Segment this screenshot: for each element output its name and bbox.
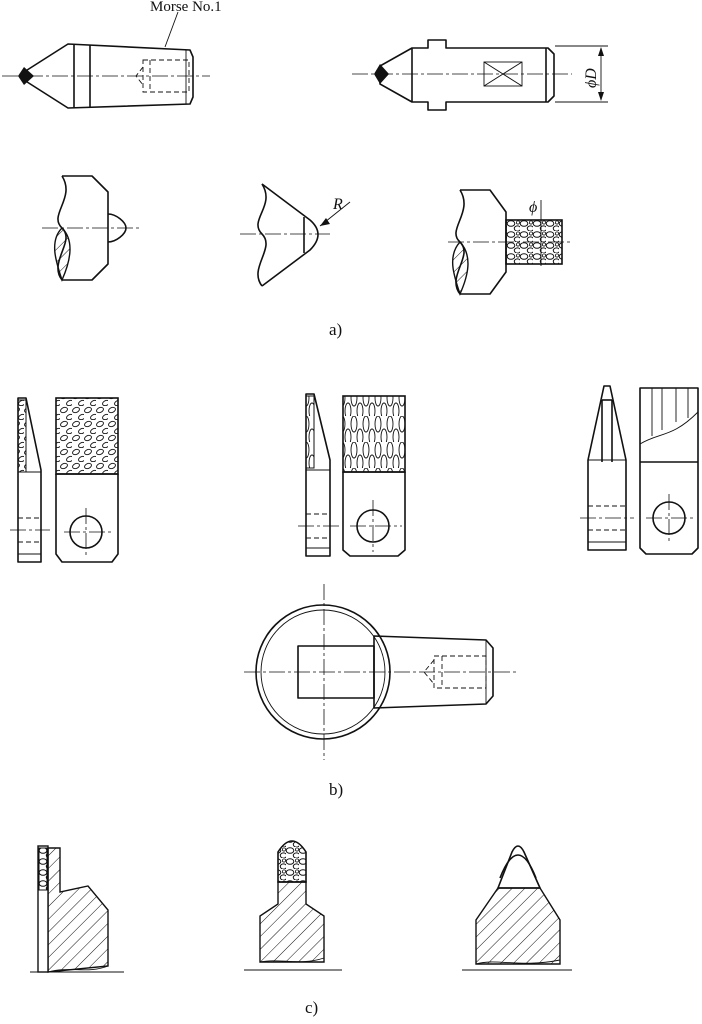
cone-tip-detail <box>42 175 140 282</box>
part-c-label: c) <box>305 998 318 1017</box>
part-b-group: b) <box>10 385 699 799</box>
part-a-group: Morse No.1 ϕD <box>2 0 608 339</box>
slotted-blade-dresser <box>580 385 699 555</box>
dotted-blade-dresser <box>10 397 119 563</box>
plate-insert-section <box>30 845 124 973</box>
morse-taper-dresser: Morse No.1 <box>2 0 222 109</box>
diamond-tip-icon <box>18 67 34 85</box>
pellet-insert-section <box>244 840 342 971</box>
morse-label: Morse No.1 <box>150 0 222 15</box>
diameter-label: ϕD <box>583 68 600 88</box>
radius-label: R <box>332 196 343 213</box>
pellet-tip-detail: ϕ <box>448 189 570 296</box>
oval-blade-dresser <box>298 393 406 557</box>
phi-label: ϕ <box>529 199 537 216</box>
part-b-label: b) <box>329 780 343 799</box>
diamond-tip-icon <box>374 64 389 84</box>
disc-dresser <box>244 584 518 760</box>
part-c-group: c) <box>30 840 572 1017</box>
v-tip-section <box>462 845 572 971</box>
part-a-label: a) <box>329 320 342 339</box>
radius-tip-detail: R <box>240 183 351 287</box>
cylindrical-dresser: ϕD <box>352 39 608 111</box>
